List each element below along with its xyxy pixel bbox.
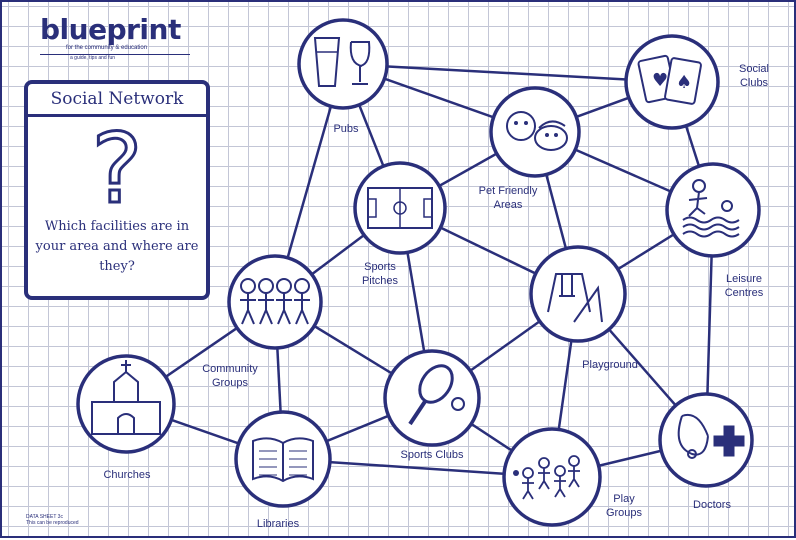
node-circle xyxy=(658,392,754,488)
brand-logo: blueprint for the community & education … xyxy=(40,16,190,62)
node-circle xyxy=(489,86,581,178)
node-libraries xyxy=(234,410,332,508)
node-label-play-groups: Play Groups xyxy=(605,493,643,519)
panel-question: Which facilities are in your area and wh… xyxy=(35,219,199,274)
panel-title: Social Network xyxy=(28,84,206,117)
footer-note: This can be reproduced xyxy=(26,520,79,526)
leisure-icon xyxy=(682,179,740,238)
node-circle xyxy=(383,349,481,447)
svg-text:♠: ♠ xyxy=(676,72,692,93)
footer: DATA SHEET 3c This can be reproduced xyxy=(26,514,79,526)
node-label-leisure: Leisure Centres xyxy=(724,273,764,299)
node-pet-areas xyxy=(489,86,581,178)
pet-areas-icon xyxy=(506,111,568,151)
node-circle xyxy=(227,254,323,350)
node-label-community: Community Groups xyxy=(202,363,258,389)
node-playground xyxy=(529,245,627,343)
node-circle xyxy=(297,18,389,110)
churches-icon xyxy=(91,360,161,435)
svg-text:♥: ♥ xyxy=(652,70,668,91)
question-mark-icon: ? xyxy=(90,113,144,225)
brand-tagline: for the community & education xyxy=(66,45,148,51)
node-label-pubs: Pubs xyxy=(333,123,359,135)
node-leisure xyxy=(665,162,761,258)
node-label-libraries: Libraries xyxy=(256,518,300,530)
node-social-clubs: ♥♠ xyxy=(624,34,720,130)
node-circle xyxy=(529,245,627,343)
node-label-doctors: Doctors xyxy=(693,499,731,511)
brand-subline: a guide, tips and fun xyxy=(70,55,116,61)
sports-clubs-icon xyxy=(408,364,465,426)
playground-icon xyxy=(547,273,603,323)
node-label-sports-pitches: Sports Pitches xyxy=(361,261,399,287)
node-doctors xyxy=(658,392,754,488)
brand-name: blueprint xyxy=(40,13,181,46)
edge-pubs-social_clubs xyxy=(342,62,673,84)
node-churches xyxy=(76,354,176,454)
nodes: ♥♠ xyxy=(76,18,761,527)
social-clubs-icon: ♥♠ xyxy=(637,54,702,105)
doctors-icon xyxy=(677,414,745,459)
node-circle xyxy=(665,162,761,258)
sports-pitches-icon xyxy=(367,187,433,229)
node-label-pet-areas: Pet Friendly Areas xyxy=(478,185,538,211)
node-play-groups xyxy=(502,427,602,527)
footer-code: DATA SHEET 3c xyxy=(26,514,63,520)
community-icon xyxy=(240,278,310,325)
node-label-social-clubs: Social Clubs xyxy=(739,63,769,89)
node-community xyxy=(227,254,323,350)
node-circle xyxy=(502,427,602,527)
node-label-playground: Playground xyxy=(582,359,638,371)
question-panel: Social Network ? Which facilities are in… xyxy=(24,80,210,300)
play-groups-icon xyxy=(513,455,580,500)
libraries-icon xyxy=(252,437,314,483)
node-circle xyxy=(76,354,176,454)
node-sports-pitches xyxy=(353,161,447,255)
brand-rule xyxy=(40,54,190,55)
node-sports-clubs xyxy=(383,349,481,447)
node-label-churches: Churches xyxy=(103,469,151,481)
pubs-icon xyxy=(313,37,371,87)
node-pubs xyxy=(297,18,389,110)
node-label-sports-clubs: Sports Clubs xyxy=(400,449,464,461)
